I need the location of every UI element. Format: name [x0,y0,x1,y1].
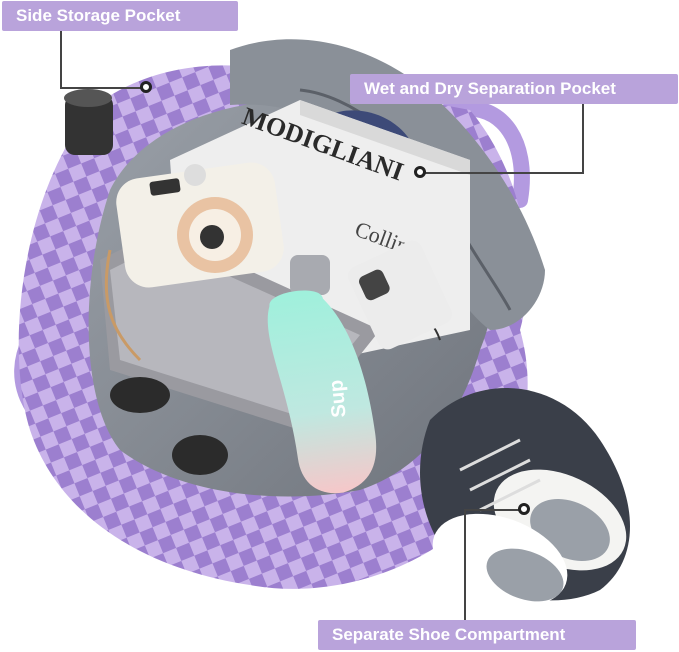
shoe-compartment-label: Separate Shoe Compartment [318,620,636,650]
shoe-compartment [420,387,630,607]
instant-camera [116,162,284,288]
side-bottle [64,89,113,155]
wet-dry-leader-vertical [582,104,584,174]
phone [348,240,452,350]
side-pocket-leader-vertical [60,30,62,88]
wet-dry-pocket-label: Wet and Dry Separation Pocket [350,74,678,104]
shoe-marker [518,503,530,515]
bottle-brand: Sup [325,379,350,419]
side-storage-pocket-label: Side Storage Pocket [2,1,238,31]
side-pocket-leader-horizontal [60,87,146,89]
shoe-leader-horizontal [464,509,522,511]
wet-dry-leader-horizontal [422,172,584,174]
side-pocket-marker [140,81,152,93]
water-bottle: Sup [267,255,377,494]
wet-dry-marker [414,166,426,178]
shoe-leader-vertical [464,510,466,620]
